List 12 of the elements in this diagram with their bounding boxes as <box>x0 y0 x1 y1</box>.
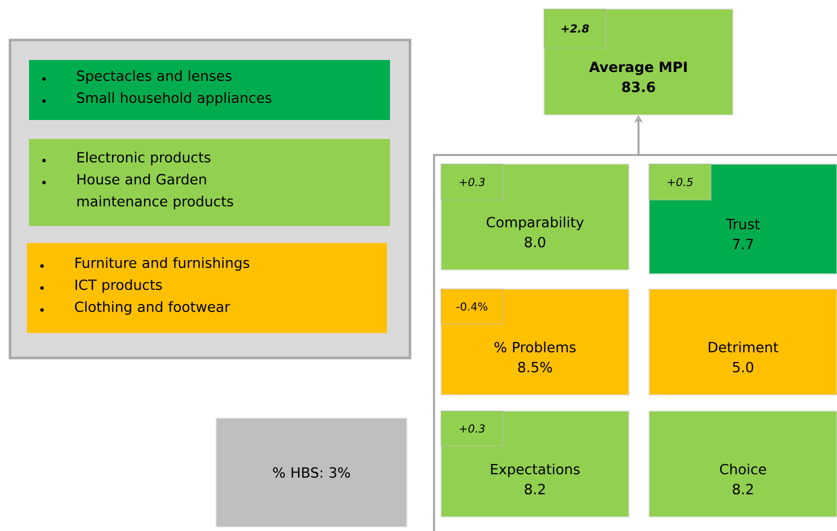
share-box: % HBS: 3% <box>216 418 408 528</box>
change-tab: +0.5 <box>648 164 712 200</box>
score-box: Choice 8.2 <box>648 410 837 518</box>
group-frame <box>433 154 837 531</box>
change-tab: -0.4% <box>440 288 504 324</box>
change-tab: +0.3 <box>440 410 504 446</box>
change-tab: +2.8 <box>544 8 606 48</box>
category-band: Electronic products House and Garden maintenance products <box>29 139 390 226</box>
category-band: Furniture and furnishings ICT products Clothing and footwear <box>27 243 387 333</box>
change-tab: +0.3 <box>440 164 504 200</box>
category-band: Spectacles and lenses Small household appliances <box>29 60 390 120</box>
score-box: Detriment 5.0 <box>648 288 837 396</box>
